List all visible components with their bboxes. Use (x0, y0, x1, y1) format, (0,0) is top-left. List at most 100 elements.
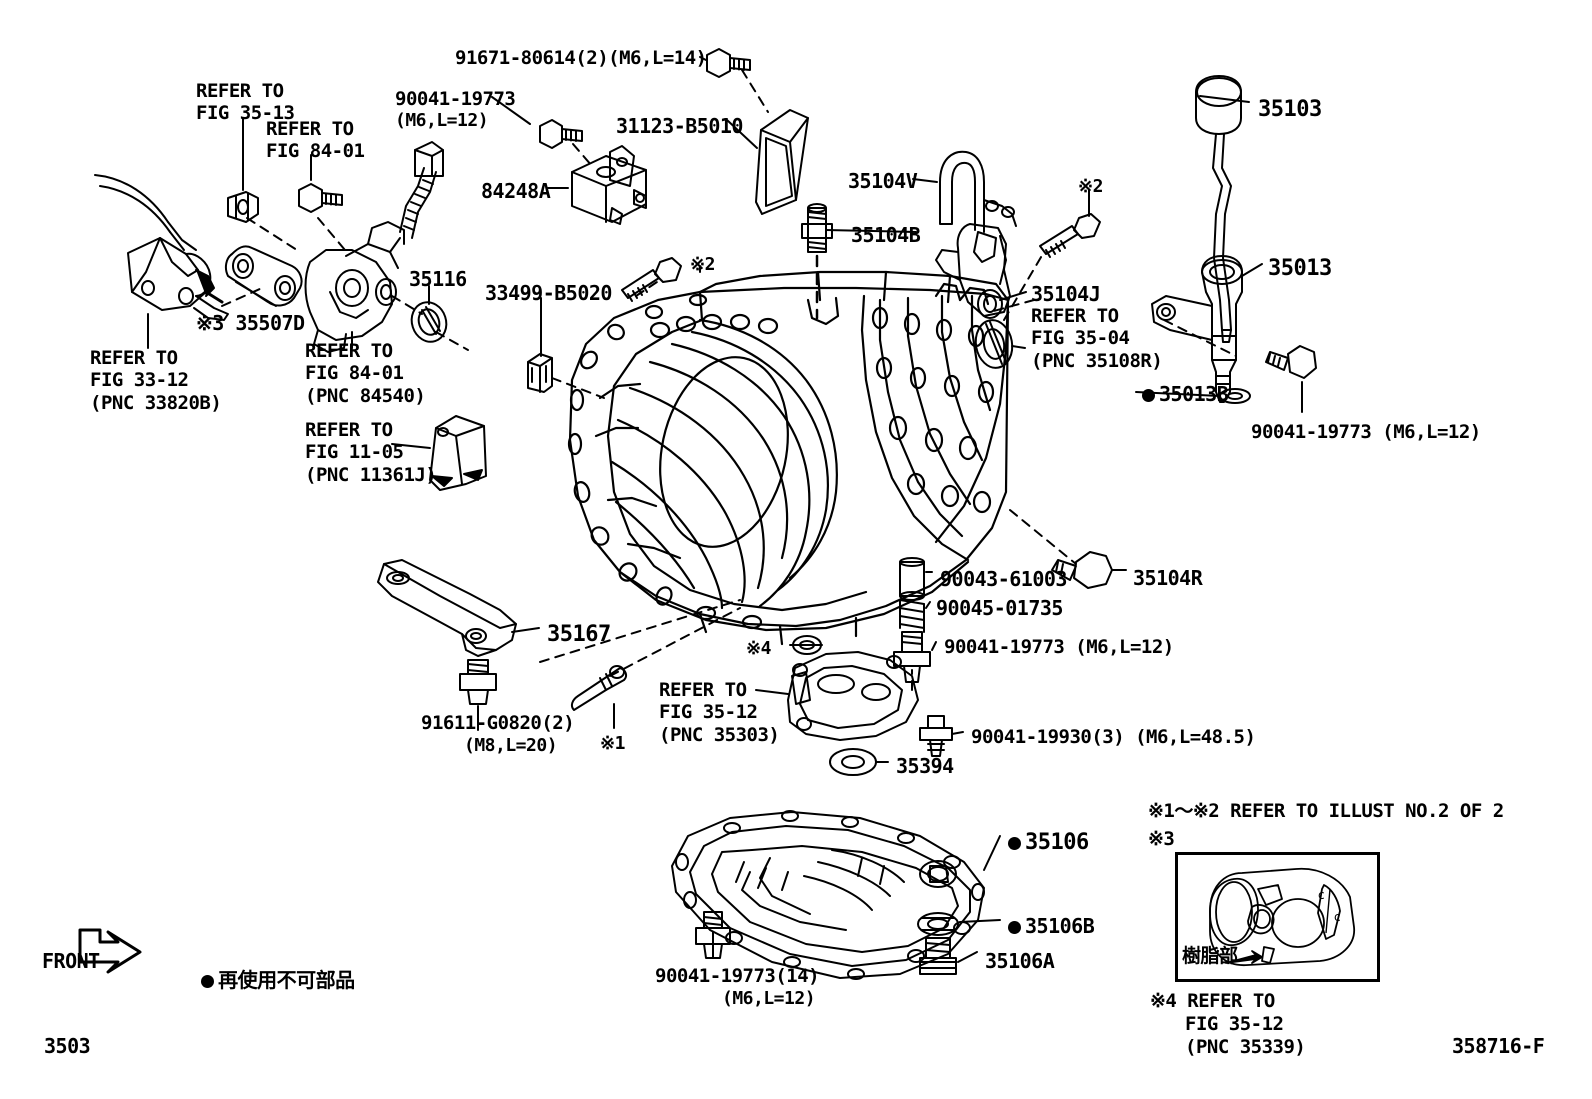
part-callout-text: 35106 (1025, 830, 1089, 855)
part-callout-l-refer-1105: REFER TO FIG 11-05 (PNC 11361J) (305, 419, 437, 486)
part-callout-l-35104j: 35104J (1031, 282, 1101, 306)
part-callout-l-90041e: 90041-19773(14) (655, 965, 820, 987)
part-callout-l-mark2a: ※2 (1078, 176, 1103, 197)
part-callout-l-35116: 35116 (409, 267, 467, 291)
part-callout-l-refer-3312: REFER TO FIG 33-12 (PNC 33820B) (90, 347, 222, 414)
part-35116-seal (410, 301, 448, 343)
part-callout-l-35103: 35103 (1258, 97, 1322, 122)
note-illust-reference: ※1～※2 REFER TO ILLUST NO.2 OF 2 (1148, 800, 1504, 822)
part-callout-l-refer-3512: REFER TO FIG 35-12 (PNC 35303) (659, 679, 780, 746)
part-31123-cover (755, 109, 809, 215)
part-mark1-pin (570, 665, 628, 711)
non-reusable-bullet-icon (1142, 389, 1155, 402)
part-bolt-mark2-right (1039, 213, 1101, 258)
part-callout-l-35104b: 35104B (851, 223, 921, 247)
part-callout-l-mark4: ※4 (746, 638, 771, 659)
front-arrow-icon (78, 928, 142, 974)
assembly-dash-lines (221, 69, 1237, 691)
part-callout-l-91671: 91671-80614(2)(M6,L=14) (455, 47, 707, 69)
part-11361J-cover (429, 415, 487, 491)
part-callout-l-refer-3513: REFER TO FIG 35-13 (196, 80, 295, 125)
part-bolt-8401 (298, 183, 343, 213)
part-bolt-90041-right (1265, 345, 1317, 379)
part-callout-l-33499: 33499-B5020 (485, 281, 612, 305)
part-90041-bolt-plug (893, 631, 931, 683)
reuse-legend: 再使用不可部品 (178, 945, 355, 992)
note-mark3-caption: 樹脂部 (1182, 945, 1238, 967)
part-callout-l-35104r: 35104R (1133, 566, 1203, 590)
part-transmission-case (567, 270, 1010, 646)
part-callout-l-35104v: 35104V (848, 169, 918, 193)
part-35106B-gasket (917, 912, 959, 936)
part-callout-l-90041a-sub: (M6,L=12) (395, 110, 489, 131)
part-35013-filler-tube (1151, 255, 1243, 403)
part-35303-strainer (787, 651, 919, 741)
sheet-code-bottom-left: 3503 (44, 1034, 91, 1058)
part-callout-l-90045: 90045-01735 (936, 596, 1063, 620)
part-callout-l-mark1: ※1 (600, 733, 625, 754)
part-35106A-plug (919, 937, 957, 975)
part-bolt-91671 (706, 48, 751, 78)
part-nut-3513 (227, 191, 259, 223)
note-mark4-line2: FIG 35-12 (1185, 1013, 1284, 1035)
note-mark4-line1: ※4 REFER TO (1150, 990, 1275, 1012)
part-35103-dipstick (1195, 75, 1242, 343)
part-35507D-link (224, 245, 303, 307)
part-callout-l-90041b: 90041-19773 (M6,L=12) (1251, 421, 1481, 443)
part-callout-l-refer-8401a: REFER TO FIG 84-01 (266, 118, 365, 163)
part-35394-washer (829, 748, 877, 776)
part-35106-oil-pan (671, 810, 985, 980)
part-callout-l-35106a: 35106A (985, 949, 1055, 973)
part-35108R-seal (974, 319, 1014, 369)
part-callout-l-84248a: 84248A (481, 179, 551, 203)
part-callout-l-31123: 31123-B5010 (616, 114, 743, 138)
sheet-code-bottom-right: 358716-F (1452, 1034, 1545, 1058)
part-callout-l-mark2b: ※2 (690, 254, 715, 275)
part-33499-clip (527, 353, 553, 393)
part-callout-l-35394: 35394 (896, 754, 954, 778)
part-35104J-bracket (935, 223, 1011, 319)
part-90045-spring (899, 599, 925, 633)
reuse-legend-text: 再使用不可部品 (218, 967, 355, 992)
part-callout-l-90041e-sub: (M6,L=12) (722, 988, 816, 1009)
part-bolt-mark2-center (621, 257, 682, 302)
part-35167-bracket (377, 559, 517, 657)
note-box-mark3: c c (1175, 852, 1380, 982)
note-box-illustration: c c (1209, 867, 1355, 966)
leader-lines (147, 56, 1303, 963)
part-callout-l-refer-3504: REFER TO FIG 35-04 (PNC 35108R) (1031, 305, 1163, 372)
part-pan-bolt (695, 911, 731, 959)
part-35104R-plug (1051, 551, 1113, 589)
part-90041-19930-bolt (919, 715, 953, 757)
svg-text:c: c (1318, 888, 1325, 902)
note-mark3-label: ※3 (1148, 828, 1175, 850)
part-callout-text: 35106B (1025, 914, 1095, 938)
part-35104V-tube (939, 150, 1017, 233)
non-reusable-bullet-icon (1008, 837, 1021, 850)
part-84248A-switch (571, 145, 647, 225)
part-callout-l-35106b: 35106B (1008, 914, 1095, 939)
part-90043-plunger (899, 557, 925, 601)
non-reusable-bullet-icon (201, 974, 215, 988)
part-callout-l-35013: 35013 (1268, 256, 1332, 281)
front-arrow-label: FRONT (42, 949, 100, 973)
part-callout-l-90041c: 90041-19773 (M6,L=12) (944, 636, 1174, 658)
part-bolt-84248 (539, 119, 583, 149)
part-callout-l-35167: 35167 (547, 622, 611, 647)
part-91611-bolt (459, 659, 497, 705)
part-shift-cable-assembly (94, 174, 229, 321)
part-callout-l-mark3-35507: ※3 35507D (196, 311, 305, 335)
part-callout-text: 35013B (1159, 382, 1229, 406)
part-callout-l-35013b: 35013B (1142, 382, 1229, 407)
note-mark4-line3: (PNC 35339) (1185, 1036, 1306, 1058)
svg-text:c: c (1334, 910, 1341, 924)
part-callout-l-90041a: 90041-19773 (395, 88, 516, 110)
part-callout-l-35106: 35106 (1008, 830, 1089, 856)
part-callout-l-91611-sub: (M8,L=20) (464, 735, 558, 756)
part-callout-l-91611: 91611-G0820(2) (421, 712, 575, 734)
part-callout-l-refer-8401b: REFER TO FIG 84-01 (PNC 84540) (305, 340, 426, 407)
part-84540-lever (304, 141, 444, 353)
non-reusable-bullet-icon (1008, 921, 1021, 934)
